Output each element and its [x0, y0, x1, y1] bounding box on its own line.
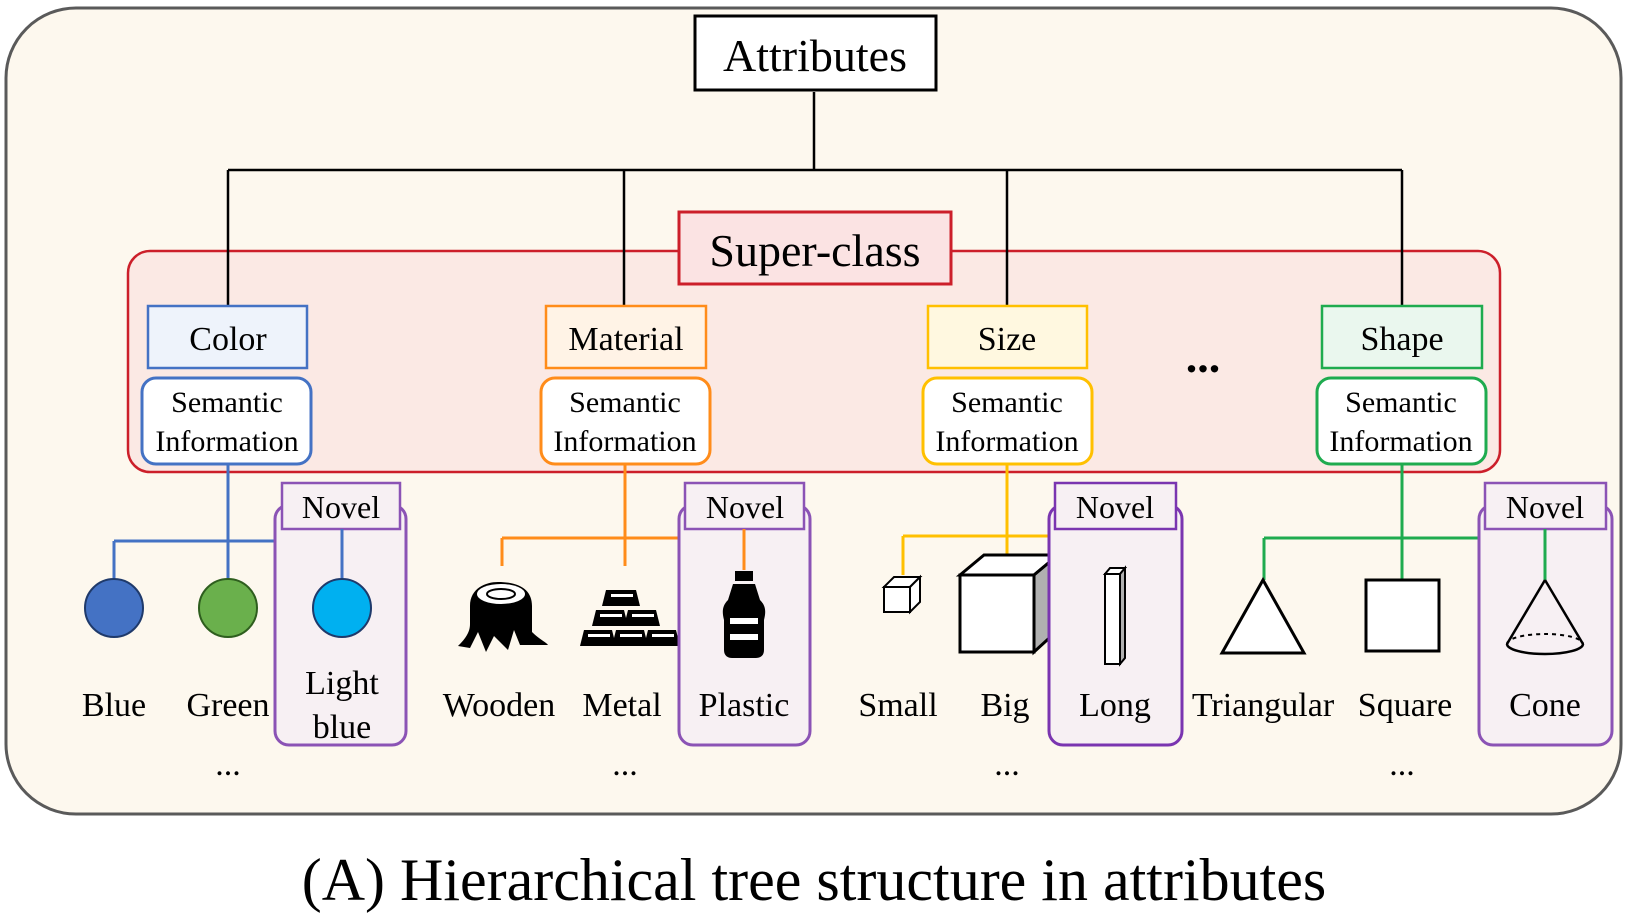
square-icon — [1364, 578, 1441, 653]
category-label-color: Color — [189, 321, 267, 358]
figure-caption: (A) Hierarchical tree structure in attri… — [302, 847, 1327, 913]
item-label-metal: Metal — [582, 687, 661, 724]
ellipsis-shape: ... — [1389, 746, 1415, 783]
item-label-big: Big — [980, 687, 1029, 724]
ellipsis-material: ... — [612, 746, 638, 783]
semantic-line1-material: Semantic — [569, 386, 681, 419]
category-label-size: Size — [978, 321, 1037, 358]
novel-tag-size — [1053, 481, 1178, 531]
novel-label-shape: Novel — [1506, 489, 1584, 525]
blue-circle-icon — [84, 578, 144, 638]
item-label-small: Small — [858, 687, 937, 724]
novel-label-size: Novel — [1076, 489, 1154, 525]
plastic-bottle-icon — [722, 571, 766, 658]
item-label-blue: Blue — [82, 687, 146, 724]
item-label-square: Square — [1358, 687, 1452, 724]
ellipsis-more-categories: ... — [1186, 331, 1221, 382]
cone-icon — [1505, 579, 1585, 656]
semantic-line1-size: Semantic — [951, 386, 1063, 419]
novel-tag-material — [683, 481, 806, 531]
long-bar-icon — [1102, 565, 1128, 667]
semantic-line2-material: Information — [553, 425, 696, 458]
big-cube-icon — [955, 551, 1063, 656]
ellipsis-color: ... — [215, 746, 241, 783]
attributes-label: Attributes — [723, 30, 907, 81]
novel-label-material: Novel — [706, 489, 784, 525]
novel-item-label-cone: Cone — [1509, 687, 1581, 724]
triangle-icon — [1219, 576, 1307, 655]
category-box-color — [146, 304, 309, 370]
metal-bars-icon — [580, 590, 680, 646]
semantic-line1-color: Semantic — [171, 386, 283, 419]
semantic-line2-shape: Information — [1329, 425, 1472, 458]
ellipsis-size: ... — [994, 746, 1020, 783]
superclass-label: Super-class — [709, 225, 920, 276]
small-cube-icon — [881, 574, 923, 615]
novel-label-color: Novel — [302, 489, 380, 525]
novel-tag-shape — [1483, 481, 1608, 531]
category-label-shape: Shape — [1360, 321, 1443, 358]
novel-item-label-plastic: Plastic — [699, 687, 790, 724]
novel-item-label-long: Long — [1079, 687, 1151, 724]
semantic-line2-color: Information — [155, 425, 298, 458]
item-label-green: Green — [186, 687, 269, 724]
semantic-line2-size: Information — [935, 425, 1078, 458]
category-label-material: Material — [568, 321, 683, 358]
category-box-material — [544, 304, 708, 370]
green-circle-icon — [198, 578, 258, 638]
root-connectors — [226, 92, 1404, 306]
semantic-line1-shape: Semantic — [1345, 386, 1457, 419]
item-label-triangular: Triangular — [1192, 687, 1335, 724]
light-blue-circle-icon — [312, 578, 372, 638]
category-box-shape — [1320, 304, 1484, 370]
category-box-size — [926, 304, 1089, 370]
novel-item-label-blue: blue — [313, 709, 372, 746]
novel-item-label-light: Light — [305, 665, 379, 702]
item-label-wooden: Wooden — [443, 687, 555, 724]
novel-tag-color — [280, 481, 402, 531]
superclass-box — [677, 210, 953, 286]
attributes-box — [693, 14, 938, 92]
wood-stump-icon — [458, 582, 548, 652]
